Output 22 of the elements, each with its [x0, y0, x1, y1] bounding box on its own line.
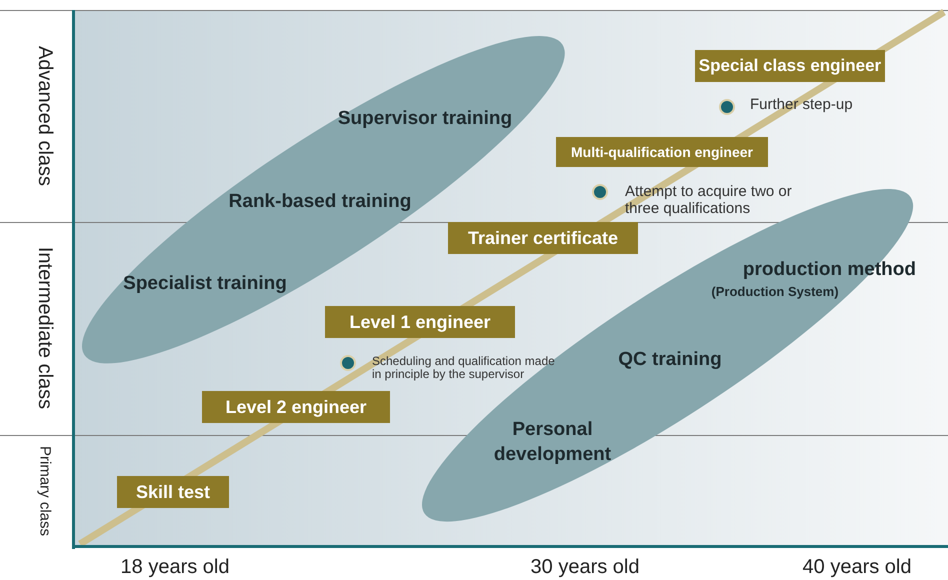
- level-badge: Skill test: [117, 476, 229, 508]
- milestone-note: Scheduling and qualification made in principle by the supervisor: [372, 355, 556, 382]
- milestone-note: Attempt to acquire two or three qualifications: [625, 184, 793, 217]
- class-label: Advanced class: [35, 46, 55, 186]
- training-text: Supervisor training: [336, 106, 514, 131]
- training-text: Specialist training: [122, 272, 288, 296]
- age-label: 18 years old: [120, 557, 230, 577]
- class-label: Primary class: [38, 446, 52, 536]
- age-label: 30 years old: [530, 557, 640, 577]
- training-text: Personal development: [492, 418, 612, 467]
- training-text: (Production System): [710, 284, 840, 301]
- level-badge: Multi-qualification engineer: [556, 137, 768, 167]
- class-label: Intermediate class: [35, 246, 55, 410]
- age-label: 40 years old: [802, 557, 912, 577]
- level-badge: Level 2 engineer: [202, 391, 390, 423]
- level-badge: Special class engineer: [695, 50, 885, 82]
- training-text: QC training: [617, 348, 723, 372]
- training-text: production method: [742, 258, 916, 282]
- level-badge: Trainer certificate: [448, 222, 638, 254]
- level-badge: Level 1 engineer: [325, 306, 515, 338]
- milestone-note: Further step-up: [750, 97, 854, 114]
- training-text: Rank-based training: [228, 190, 412, 214]
